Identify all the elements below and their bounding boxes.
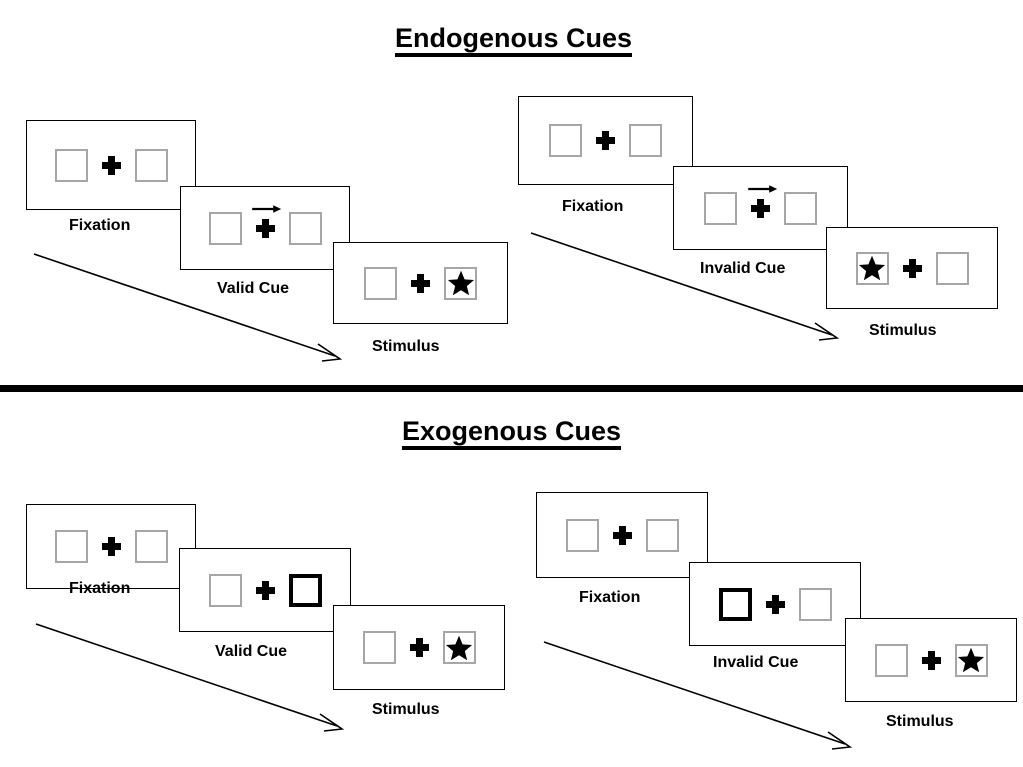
fixation-cross-icon xyxy=(596,131,615,150)
slot-right xyxy=(288,211,322,245)
fixation-cross-icon xyxy=(409,638,429,657)
trial-frame-exogenous-invalid-cue[interactable] xyxy=(689,562,861,646)
center-column xyxy=(752,594,799,614)
center-column xyxy=(397,273,444,293)
trial-frame-endogenous-invalid-stimulus[interactable] xyxy=(826,227,998,309)
slot-right xyxy=(442,631,476,664)
star-icon xyxy=(447,270,474,296)
slot-left xyxy=(208,573,242,607)
trial-frame-endogenous-valid-cue[interactable] xyxy=(180,186,350,270)
center-column xyxy=(88,537,135,556)
frame-content xyxy=(690,563,860,645)
center-column xyxy=(599,525,646,545)
frame-label-stimulus: Stimulus xyxy=(372,701,440,718)
trial-frame-exogenous-invalid-fixation[interactable] xyxy=(536,492,708,578)
section-title-exogenous: Exogenous Cues xyxy=(402,417,622,451)
fixation-cross-icon xyxy=(411,273,430,293)
frame-content xyxy=(334,606,504,689)
frame-label-stimulus: Stimulus xyxy=(372,338,440,355)
slot-right xyxy=(798,587,832,621)
center-column xyxy=(582,131,629,150)
center-column xyxy=(908,650,955,670)
slot-right xyxy=(629,124,662,157)
center-column xyxy=(396,638,443,657)
fixation-cross-icon xyxy=(921,650,941,670)
slot-left xyxy=(855,251,889,285)
center-column xyxy=(88,155,135,175)
fixation-cross-icon xyxy=(902,258,922,278)
frame-label-fixation: Fixation xyxy=(69,217,131,234)
time-flow-arrow-icon xyxy=(35,623,345,732)
center-column xyxy=(242,204,289,238)
frame-label-invalid-cue: Invalid Cue xyxy=(700,260,786,277)
slot-left xyxy=(362,631,396,664)
arrow-right-icon xyxy=(747,184,777,193)
frame-content xyxy=(27,505,195,588)
slot-left xyxy=(364,266,397,300)
frame-content xyxy=(846,619,1016,701)
center-column xyxy=(242,580,289,600)
star-icon xyxy=(957,647,985,673)
slot-left xyxy=(54,530,88,563)
trial-frame-endogenous-valid-fixation[interactable] xyxy=(26,120,196,210)
slot-right xyxy=(954,643,988,677)
slot-right xyxy=(444,266,477,300)
slot-right xyxy=(645,518,679,552)
fixation-cross-icon xyxy=(255,580,275,600)
section-title-endogenous: Endogenous Cues xyxy=(395,24,633,58)
frame-label-invalid-cue: Invalid Cue xyxy=(713,654,799,671)
fixation-cross-icon xyxy=(101,155,121,175)
time-flow-arrow-icon xyxy=(543,641,853,750)
star-icon xyxy=(858,255,886,281)
frame-content xyxy=(27,121,195,209)
section-divider xyxy=(0,385,1023,392)
slot-left xyxy=(874,643,908,677)
frame-label-valid-cue: Valid Cue xyxy=(217,280,290,297)
frame-content xyxy=(181,187,349,269)
frame-content xyxy=(180,549,350,631)
frame-content xyxy=(334,243,507,323)
frame-label-fixation: Fixation xyxy=(579,589,641,606)
time-flow-arrow-icon xyxy=(530,232,840,341)
slot-left xyxy=(549,124,582,157)
star-icon xyxy=(445,635,473,660)
slot-right xyxy=(935,251,969,285)
fixation-cross-icon xyxy=(255,218,275,238)
frame-content xyxy=(537,493,707,577)
arrow-right-icon xyxy=(252,204,282,213)
slot-right xyxy=(784,191,817,225)
trial-frame-endogenous-invalid-fixation[interactable] xyxy=(518,96,693,185)
fixation-cross-icon xyxy=(751,198,770,218)
slot-left xyxy=(565,518,599,552)
time-flow-arrow-icon xyxy=(33,253,343,362)
frame-label-stimulus: Stimulus xyxy=(886,713,954,730)
frame-label-fixation: Fixation xyxy=(562,198,624,215)
trial-frame-exogenous-valid-fixation[interactable] xyxy=(26,504,196,589)
slot-right xyxy=(134,148,168,182)
fixation-cross-icon xyxy=(765,594,785,614)
fixation-cross-icon xyxy=(101,537,121,556)
frame-content xyxy=(827,228,997,308)
slot-right xyxy=(134,530,168,563)
fixation-cross-icon xyxy=(612,525,632,545)
trial-frame-endogenous-valid-stimulus[interactable] xyxy=(333,242,508,324)
slot-left xyxy=(208,211,242,245)
frame-content xyxy=(519,97,692,184)
slot-left xyxy=(704,191,737,225)
center-column xyxy=(737,184,784,218)
trial-frame-exogenous-valid-stimulus[interactable] xyxy=(333,605,505,690)
slot-right-highlighted xyxy=(288,573,322,607)
trial-frame-endogenous-invalid-cue[interactable] xyxy=(673,166,848,250)
slot-left-highlighted xyxy=(718,587,752,621)
frame-label-fixation: Fixation xyxy=(69,580,131,597)
center-column xyxy=(889,258,936,278)
frame-label-stimulus: Stimulus xyxy=(869,322,937,339)
slot-left xyxy=(54,148,88,182)
frame-label-valid-cue: Valid Cue xyxy=(215,643,288,660)
trial-frame-exogenous-invalid-stimulus[interactable] xyxy=(845,618,1017,702)
trial-frame-exogenous-valid-cue[interactable] xyxy=(179,548,351,632)
frame-content xyxy=(674,167,847,249)
